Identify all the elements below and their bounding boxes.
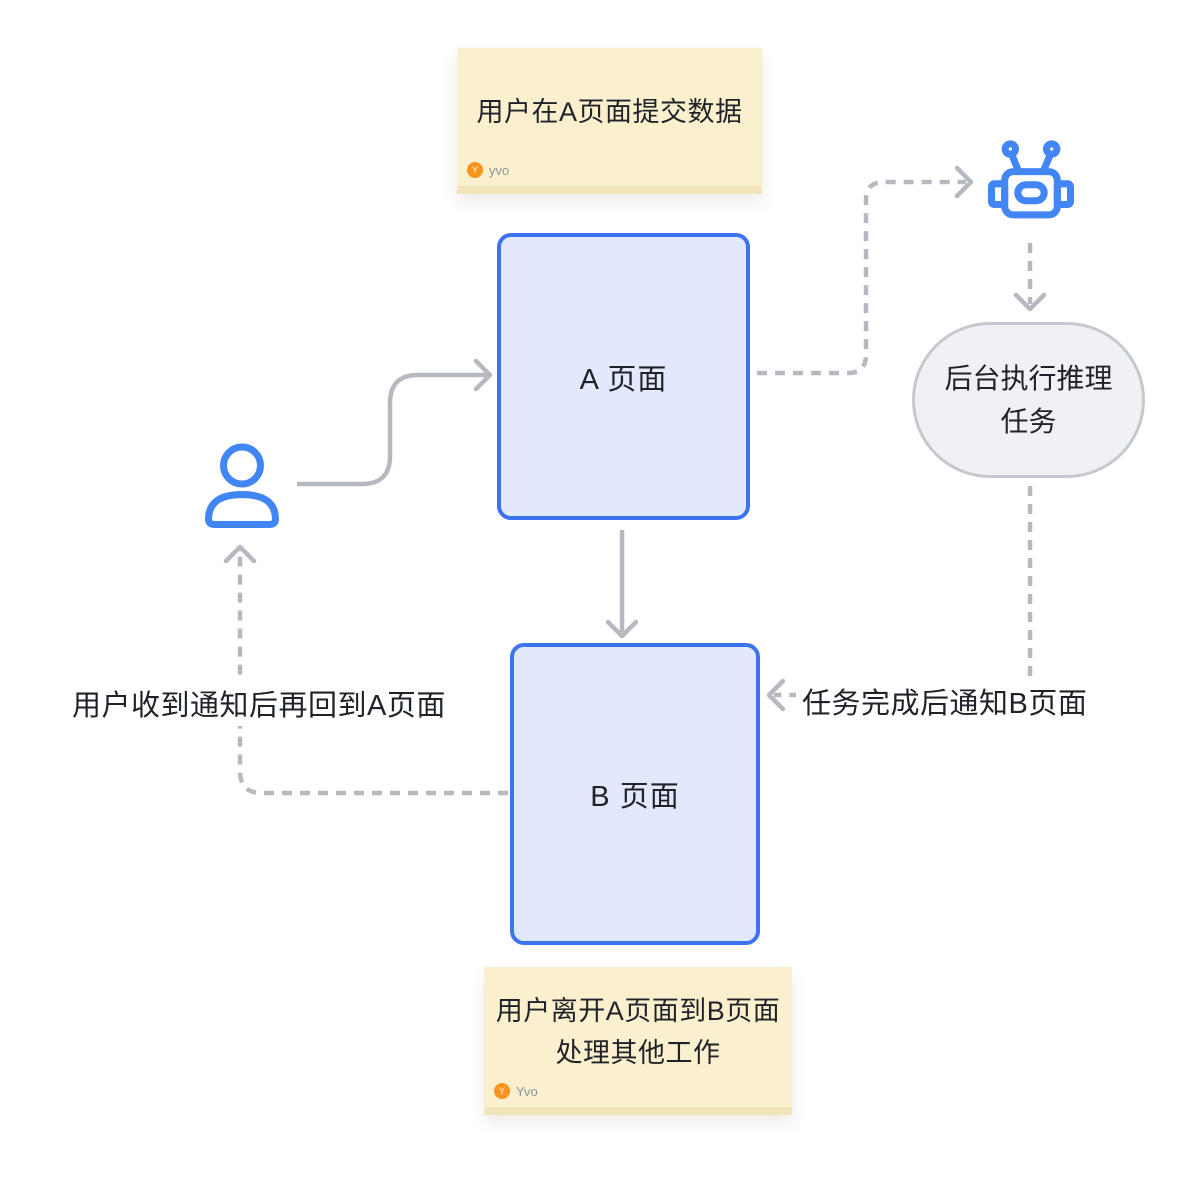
author-name: yvo bbox=[489, 162, 510, 178]
edge-page-a-to-page-b bbox=[605, 530, 639, 639]
note-fold bbox=[457, 186, 762, 194]
note-author: Y Yvo bbox=[494, 1083, 538, 1099]
user-icon[interactable] bbox=[198, 440, 286, 528]
note-author: Y yvo bbox=[467, 162, 509, 178]
note-text-line1: 用户离开A页面到B页面 bbox=[495, 996, 781, 1026]
edge-label-return-to-a[interactable]: 用户收到通知后再回到A页面 bbox=[66, 680, 452, 726]
node-label-line2: 任务 bbox=[1000, 406, 1057, 437]
sticky-note-top[interactable]: 用户在A页面提交数据 Y yvo bbox=[457, 48, 762, 194]
avatar: Y bbox=[467, 162, 483, 178]
edge-backend-to-page-b bbox=[766, 486, 1033, 712]
note-text: 用户在A页面提交数据 bbox=[476, 97, 743, 127]
edge-label-notify-b[interactable]: 任务完成后通知B页面 bbox=[796, 678, 1094, 724]
node-label: B 页面 bbox=[590, 781, 680, 813]
edge-page-a-to-robot bbox=[757, 165, 974, 376]
avatar: Y bbox=[494, 1083, 510, 1099]
sticky-note-bottom[interactable]: 用户离开A页面到B页面 处理其他工作 Y Yvo bbox=[484, 967, 792, 1115]
node-label: A 页面 bbox=[579, 363, 668, 396]
note-fold bbox=[484, 1107, 792, 1115]
node-page-b[interactable]: B 页面 bbox=[510, 643, 760, 945]
node-page-a[interactable]: A 页面 bbox=[497, 233, 750, 520]
robot-icon[interactable] bbox=[984, 134, 1078, 228]
edge-page-b-to-user bbox=[223, 544, 508, 796]
edge-user-to-page-a bbox=[297, 358, 493, 487]
note-text: 用户离开A页面到B页面 处理其他工作 bbox=[484, 967, 792, 1115]
note-text-line2: 处理其他工作 bbox=[555, 1038, 721, 1068]
edge-robot-to-backend bbox=[1013, 243, 1047, 312]
node-backend-task[interactable]: 后台执行推理 任务 bbox=[912, 322, 1145, 478]
author-name: Yvo bbox=[516, 1083, 538, 1099]
node-label-line1: 后台执行推理 bbox=[944, 363, 1113, 394]
